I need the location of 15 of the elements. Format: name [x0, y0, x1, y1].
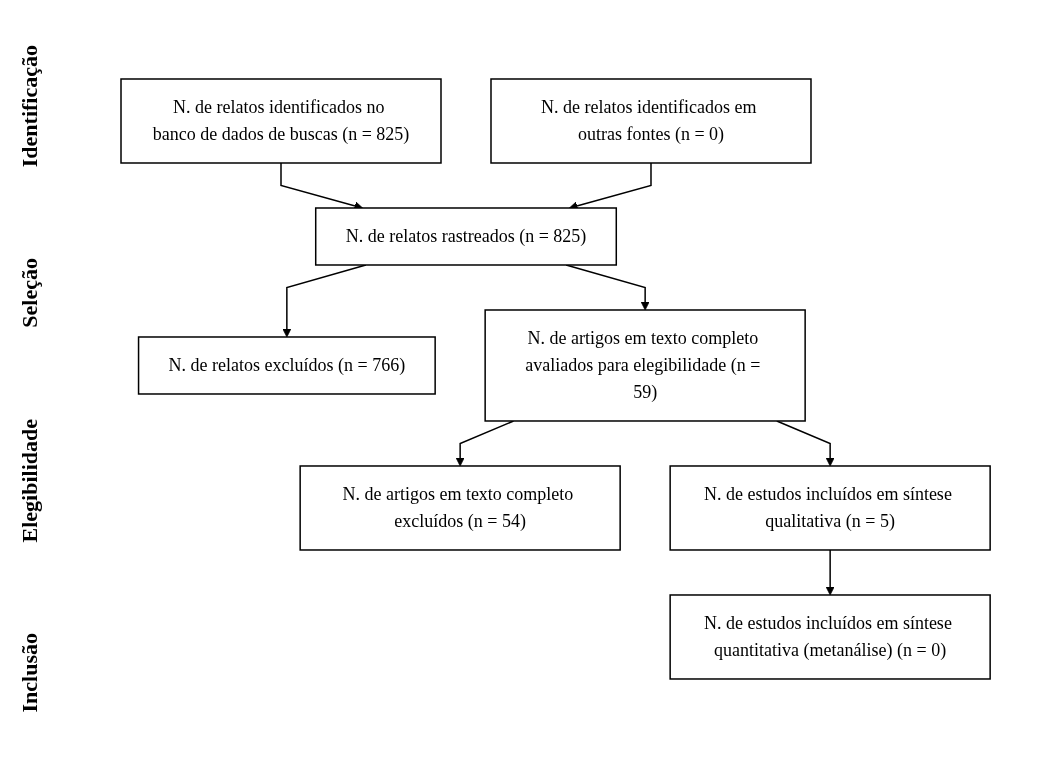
- arrow: [455, 420, 515, 467]
- node-box: N. de artigos em texto completo avaliados para elegibilidade (n = 59): [484, 309, 806, 422]
- node-box: N. de relatos identificados em outras fontes (n = 0): [490, 78, 812, 164]
- stage-label: Identificação: [17, 45, 43, 168]
- arrow: [825, 549, 835, 596]
- node-box: N. de relatos excluídos (n = 766): [137, 336, 436, 395]
- node-box: N. de estudos incluídos em síntese quantitativa (metanálise) (n = 0): [669, 594, 991, 680]
- node-box: N. de artigos em texto completo excluídos (n = 54): [299, 465, 621, 551]
- arrow: [775, 420, 835, 467]
- stage-label: Seleção: [17, 258, 43, 329]
- stage-label: Inclusão: [17, 633, 43, 713]
- node-box: N. de relatos rastreados (n = 825): [314, 207, 617, 266]
- stage-label: Elegibilidade: [17, 418, 43, 543]
- node-box: N. de estudos incluídos em síntese qualitativa (n = 5): [669, 465, 991, 551]
- node-box: N. de relatos identificados no banco de dados de buscas (n = 825): [120, 78, 442, 164]
